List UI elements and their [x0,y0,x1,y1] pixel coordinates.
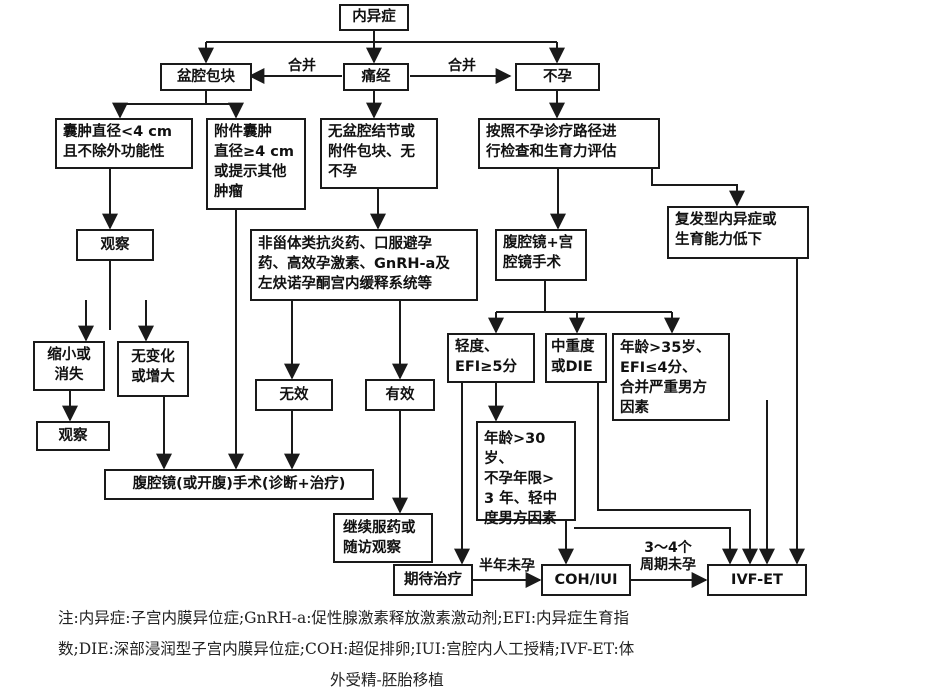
edge-moderate-to-ivf [597,382,758,565]
node-laparoscopy-hys: 腹腔镜+宫 腔镜手术 [495,229,587,281]
node-effective: 有效 [365,379,435,411]
edge-age30-to-ivf [574,527,738,565]
node-ivf: IVF-ET [707,564,807,596]
node-ineffective: 无效 [255,379,333,411]
footnote-line-2: 数;DIE:深部浸润型子宫内膜异位症;COH:超促排卵;IUI:宫腔内人工授精;… [58,640,635,658]
node-no-change: 无变化 或增大 [117,341,189,397]
node-no-nodule: 无盆腔结节或 附件包块、无 不孕 [320,118,438,189]
label-cycles: 3～4个 周期未孕 [640,540,696,573]
node-shrink: 缩小或 消失 [33,341,105,391]
label-combined-right: 合并 [448,58,476,74]
node-drugs: 非甾体类抗炎药、口服避孕 药、高效孕激素、GnRH-a及 左炔诺孕酮宫内缓释系统… [250,229,478,301]
node-dysmenorrhea: 痛经 [343,63,409,91]
node-infertility: 不孕 [515,63,600,91]
edge-laparoscopy-split [496,280,672,313]
node-observe1: 观察 [76,229,154,261]
node-age30: 年龄>30岁、 不孕年限> 3 年、轻中 度男方因素 [476,421,576,527]
node-mild: 轻度、 EFI≥5分 [447,333,535,383]
node-observe2: 观察 [36,421,110,451]
node-expectant: 期待治疗 [393,564,473,596]
node-moderate: 中重度 或DIE [545,333,607,383]
node-continue-med: 继续服药或 随访观察 [333,513,433,563]
label-combined-left: 合并 [288,58,316,74]
node-infertility-path: 按照不孕诊疗路径进 行检查和生育力评估 [478,118,660,169]
node-pelvic-mass: 盆腔包块 [160,63,252,91]
node-root: 内异症 [339,4,409,31]
node-age35: 年龄>35岁、 EFI≤4分、 合并严重男方 因素 [612,333,730,421]
node-cyst-large: 附件囊肿 直径≥4 cm 或提示其他 肿瘤 [206,118,306,210]
node-recurrent: 复发型内异症或 生育能力低下 [667,206,809,259]
edge-to-recurrent [651,168,745,207]
footnote-line-1: 注:内异症:子宫内膜异位症;GnRH-a:促性腺激素释放激素激动剂;EFI:内异… [58,609,630,627]
node-cyst-small: 囊肿直径<4 cm 且不除外功能性 [55,118,193,169]
node-coh-iui: COH/IUI [541,564,631,596]
node-surgery: 腹腔镜(或开腹)手术(诊断+治疗) [104,469,374,500]
label-half-year: 半年未孕 [479,558,535,574]
edge-pelvic-split [120,90,236,105]
footnote-line-3: 外受精-胚胎移植 [330,671,444,689]
